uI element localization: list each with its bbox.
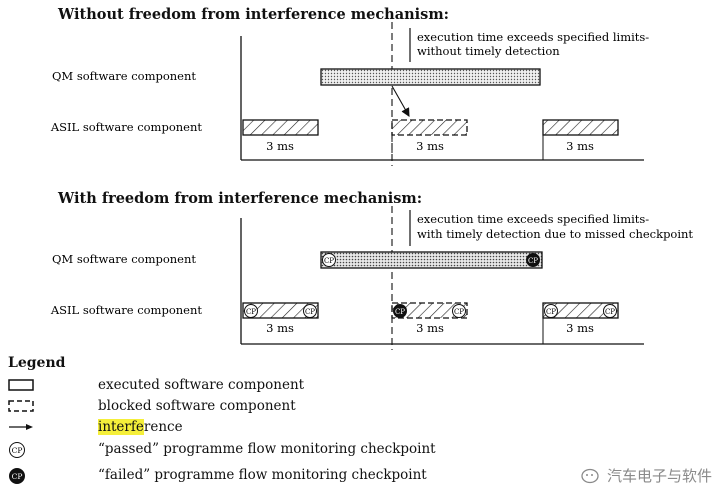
checkpoint-passed-icon: CP — [322, 253, 336, 267]
panel-without-ffi: execution time exceeds specified limits-… — [50, 22, 649, 166]
qm-label: QM software component — [52, 252, 196, 266]
checkpoint-passed-icon: CP — [603, 304, 617, 318]
svg-text:CP: CP — [454, 308, 464, 316]
checkpoint-failed-icon: CP — [393, 304, 407, 318]
legend-text: “passed” programme flow monitoring check… — [98, 441, 436, 457]
annotation-line-1: execution time exceeds specified limits- — [417, 30, 649, 44]
legend-item-passed: CP “passed” programme flow monitoring ch… — [0, 441, 720, 461]
svg-text:CP: CP — [12, 472, 23, 481]
checkpoint-passed-icon: CP — [452, 304, 466, 318]
annotation-line-2: with timely detection due to missed chec… — [417, 227, 693, 241]
asil-executed-bar-3 — [542, 302, 619, 319]
checkpoint-passed-icon: CP — [9, 442, 25, 458]
annotation-line-2: without timely detection — [417, 44, 560, 58]
asil-executed-bar-1 — [242, 119, 319, 136]
legend-text: interference — [98, 419, 183, 435]
svg-text:CP: CP — [395, 308, 405, 316]
legend-item-blocked: blocked software component — [0, 398, 720, 418]
checkpoint-passed-icon: CP — [303, 304, 317, 318]
wechat-icon — [581, 468, 599, 483]
svg-text:CP: CP — [605, 308, 615, 316]
asil-executed-bar-3 — [542, 119, 619, 136]
svg-text:CP: CP — [246, 308, 256, 316]
svg-text:CP: CP — [12, 446, 23, 455]
checkpoint-failed-icon: CP — [9, 468, 25, 484]
legend-item-interference: interference — [0, 419, 720, 439]
legend-title: Legend — [8, 355, 66, 371]
blocked-box-icon — [8, 400, 34, 412]
period-label-2: 3 ms — [416, 139, 444, 153]
watermark: 汽车电子与软件 — [581, 465, 712, 486]
interference-arrow — [391, 85, 410, 117]
asil-label: ASIL software component — [50, 303, 203, 317]
checkpoint-passed-icon: CP — [544, 304, 558, 318]
executed-box-icon — [8, 379, 34, 391]
asil-blocked-bar — [391, 119, 468, 136]
checkpoint-passed-icon: CP — [244, 304, 258, 318]
watermark-text: 汽车电子与软件 — [606, 467, 712, 485]
period-label-2: 3 ms — [416, 321, 444, 335]
svg-text:CP: CP — [546, 308, 556, 316]
heading-with-ffi: With freedom from interference mechanism… — [58, 190, 423, 207]
legend-item-failed: CP “failed” programme flow monitoring ch… — [0, 467, 720, 487]
legend-text: blocked software component — [98, 398, 296, 414]
checkpoint-failed-icon: CP — [526, 253, 540, 267]
asil-blocked-bar — [391, 302, 468, 319]
panel-with-ffi: execution time exceeds specified limits-… — [50, 206, 693, 350]
qm-label: QM software component — [52, 69, 196, 83]
asil-executed-bar-1 — [242, 302, 319, 319]
annotation-line-1: execution time exceeds specified limits- — [417, 212, 649, 226]
legend-text: “failed” programme flow monitoring check… — [98, 467, 427, 483]
heading-without-ffi: Without freedom from interference mechan… — [58, 6, 450, 23]
svg-text:CP: CP — [528, 257, 538, 265]
svg-text:CP: CP — [324, 257, 334, 265]
qm-executed-bar — [320, 251, 543, 269]
period-label-1: 3 ms — [266, 139, 294, 153]
period-label-1: 3 ms — [266, 321, 294, 335]
asil-label: ASIL software component — [50, 120, 203, 134]
legend-text: executed software component — [98, 377, 305, 393]
svg-text:CP: CP — [305, 308, 315, 316]
timing-diagrams: execution time exceeds specified limits-… — [50, 22, 693, 350]
qm-executed-bar — [320, 68, 541, 86]
arrow-icon — [9, 424, 33, 430]
period-label-3: 3 ms — [566, 139, 594, 153]
period-label-3: 3 ms — [566, 321, 594, 335]
legend-item-executed: executed software component — [0, 377, 720, 397]
